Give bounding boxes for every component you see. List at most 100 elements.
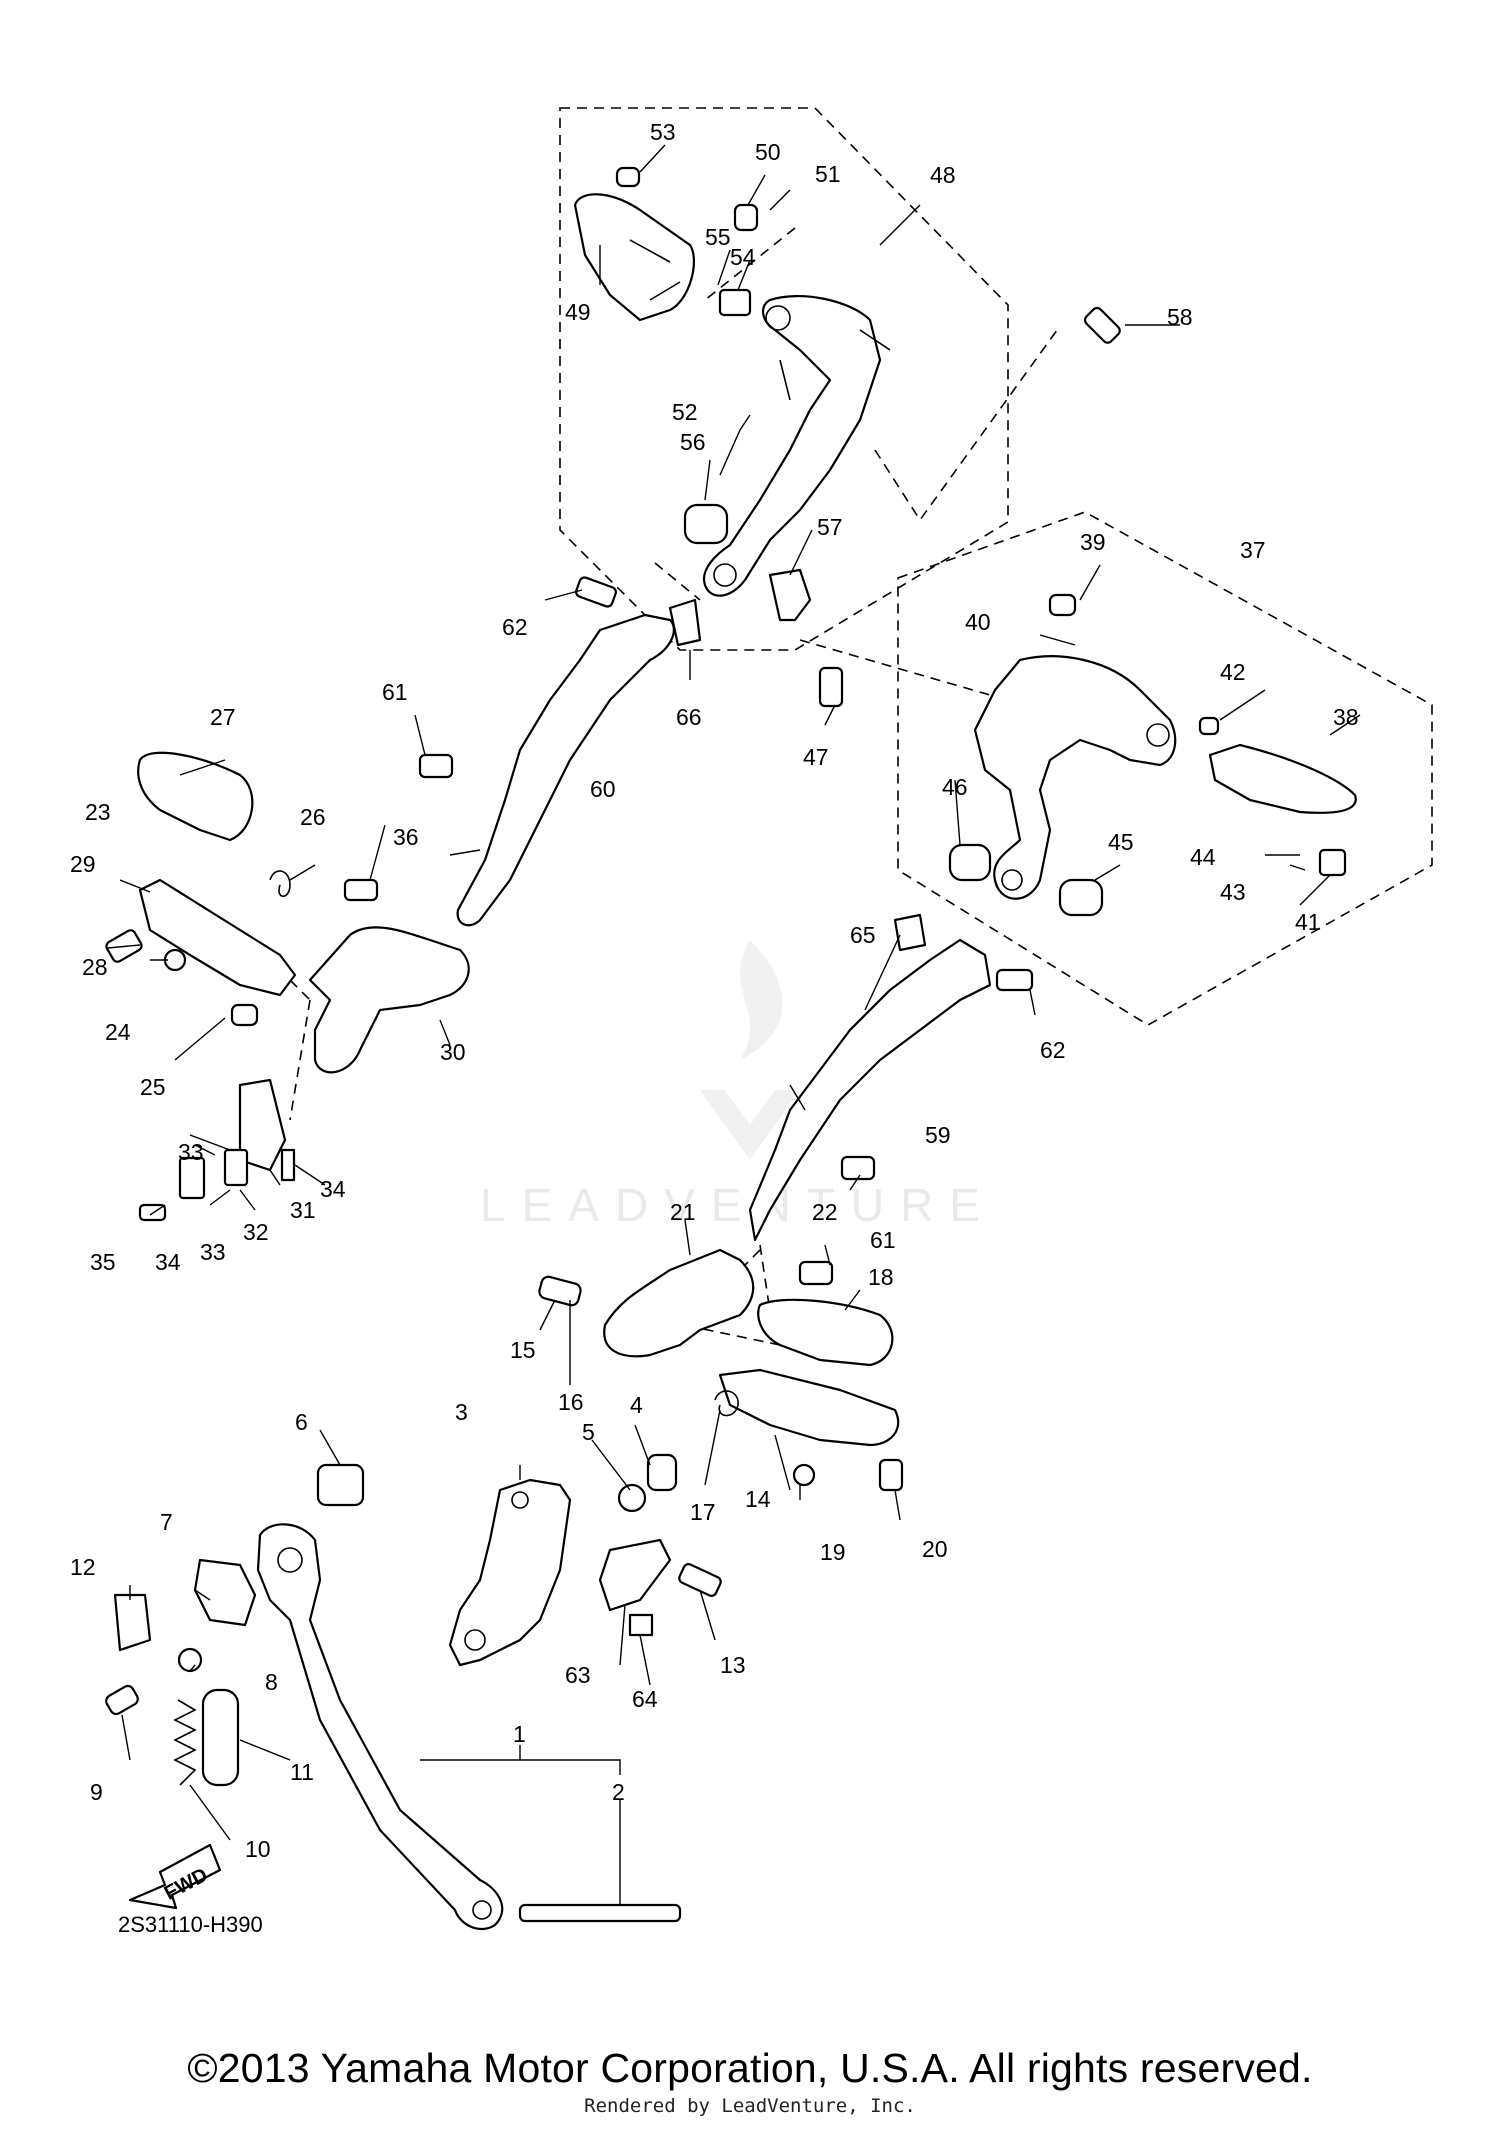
clip-65: [893, 913, 927, 952]
callout-37: 37: [1240, 537, 1266, 563]
callout-28: 28: [82, 954, 108, 980]
pin-39: [1048, 593, 1077, 617]
bolt-22: [798, 1260, 834, 1286]
callout-20: 20: [922, 1536, 948, 1562]
brake-switch-6: [316, 1463, 365, 1507]
callout-23: 23: [85, 799, 111, 825]
watermark: LEADVENTURE: [480, 1179, 996, 1231]
callout-18: 18: [868, 1264, 894, 1290]
callout-10: 10: [245, 1836, 271, 1862]
callout-2: 2: [612, 1779, 625, 1805]
assembly-box-37: [897, 511, 1433, 1026]
pin-42: [1198, 716, 1220, 736]
brake-pedal-1: [256, 1523, 504, 1931]
callout-9: 9: [90, 1779, 103, 1805]
callout-22: 22: [812, 1199, 838, 1225]
callout-63: 63: [565, 1662, 591, 1688]
callout-44: 44: [1190, 844, 1216, 870]
footrest-stay-59: [748, 938, 992, 1242]
leader-lines: [107, 144, 1361, 1841]
plate-31: [238, 1078, 287, 1172]
bushing-45: [1058, 878, 1104, 917]
callout-33b: 33: [200, 1239, 226, 1265]
rear-footpeg-49: [573, 193, 695, 322]
footpeg-rubber-27: [137, 751, 254, 842]
callout-54: 54: [730, 244, 756, 270]
pin-53: [615, 166, 641, 188]
callout-13: 13: [720, 1652, 746, 1678]
bolt-62b: [995, 968, 1034, 992]
callout-62b: 62: [1040, 1037, 1066, 1063]
plate-12: [113, 1593, 152, 1652]
callout-40: 40: [965, 609, 991, 635]
bushing-46: [948, 843, 992, 882]
bolt-61: [418, 753, 454, 779]
pin-24: [230, 1003, 259, 1027]
bolt-47: [818, 666, 844, 708]
callout-41: 41: [1295, 909, 1321, 935]
callout-17: 17: [690, 1499, 716, 1525]
plate-63: [598, 1538, 672, 1612]
callout-59: 59: [925, 1122, 951, 1148]
footrest-bracket-right: [973, 655, 1177, 900]
callout-35: 35: [90, 1249, 116, 1275]
footrest-23: [138, 878, 297, 997]
bolt-62: [575, 576, 617, 608]
plate-7: [193, 1558, 257, 1627]
washer-8: [177, 1647, 203, 1673]
callout-30: 30: [440, 1039, 466, 1065]
callout-51: 51: [815, 161, 841, 187]
footrest-bracket-30: [308, 926, 470, 1074]
plate-34: [178, 1156, 206, 1200]
callout-38: 38: [1333, 704, 1359, 730]
diagram-code: 2S31110-H390: [118, 1912, 263, 1937]
nut-19: [792, 1463, 816, 1487]
cover-11: [201, 1688, 240, 1787]
callout-42: 42: [1220, 659, 1246, 685]
copyright-notice: ©2013 Yamaha Motor Corporation, U.S.A. A…: [187, 2045, 1313, 2091]
callout-60: 60: [590, 776, 616, 802]
callout-43: 43: [1220, 879, 1246, 905]
callout-49: 49: [565, 299, 591, 325]
spring-26: [269, 870, 291, 898]
callout-32: 32: [243, 1219, 269, 1245]
rendered-by-credit: Rendered by LeadVenture, Inc.: [584, 2095, 916, 2117]
callout-21: 21: [670, 1199, 696, 1225]
callout-4: 4: [630, 1392, 643, 1418]
callout-57: 57: [817, 514, 843, 540]
callout-39: 39: [1080, 529, 1106, 555]
footpeg-38: [1208, 743, 1357, 814]
pin-15: [538, 1275, 582, 1307]
collar-4: [646, 1453, 678, 1492]
callout-19: 19: [820, 1539, 846, 1565]
callout-58: 58: [1167, 304, 1193, 330]
callout-33a: 33: [178, 1139, 204, 1165]
callout-14: 14: [745, 1486, 771, 1512]
footpeg-rubber-18: [757, 1298, 894, 1367]
callout-labels: 1 2 3 4 5 6 7 8 9 10 11 12 13 14 15 16 1…: [70, 119, 1359, 1862]
rear-footrest-bracket: [702, 294, 891, 597]
callout-25: 25: [140, 1074, 166, 1100]
callout-26: 26: [300, 804, 326, 830]
fwd-arrow-icon: FWD: [128, 1843, 222, 1910]
callout-6: 6: [295, 1409, 308, 1435]
callout-24: 24: [105, 1019, 131, 1045]
callout-55: 55: [705, 224, 731, 250]
bolt-9: [105, 1684, 139, 1716]
callout-12: 12: [70, 1554, 96, 1580]
callout-36: 36: [393, 824, 419, 850]
watermark-logo-icon: [700, 940, 800, 1160]
footrest-stay-60: [456, 613, 676, 927]
bolt-13: [678, 1563, 722, 1597]
callout-3: 3: [455, 1399, 468, 1425]
footrest-14: [718, 1368, 900, 1447]
callout-66: 66: [676, 704, 702, 730]
callout-47: 47: [803, 744, 829, 770]
callout-50: 50: [755, 139, 781, 165]
plate-52: [718, 288, 752, 317]
bushing-57: [768, 568, 812, 622]
bolt-36: [343, 878, 379, 902]
bolt-58: [1083, 306, 1121, 344]
callout-65: 65: [850, 922, 876, 948]
